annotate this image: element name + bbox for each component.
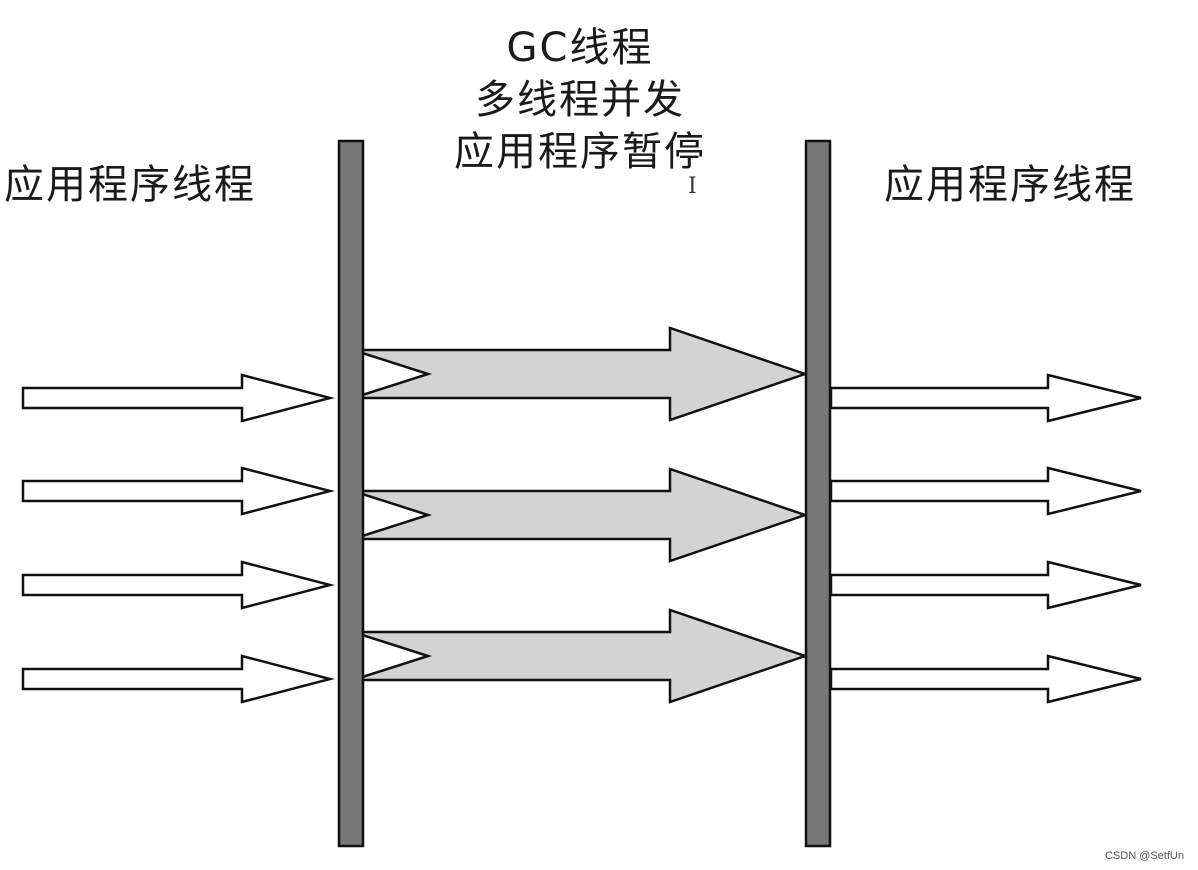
- app-thread-arrow-before: [21, 560, 335, 610]
- app-thread-arrow-after: [829, 654, 1142, 704]
- app-thread-arrow-after: [829, 560, 1142, 610]
- gc-thread-arrow: [352, 608, 809, 704]
- app-thread-arrow-after: [829, 373, 1142, 423]
- right-app-threads-label: 应用程序线程: [884, 162, 1136, 208]
- app-thread-arrow-before: [21, 466, 335, 516]
- gc-pause-label: 应用程序暂停: [454, 129, 706, 175]
- gc-title-label: GC线程: [506, 25, 654, 71]
- gc-thread-arrow: [352, 467, 809, 563]
- left-app-threads-label: 应用程序线程: [4, 162, 256, 208]
- gc-thread-arrows: [352, 326, 809, 704]
- gc-thread-arrow: [352, 326, 809, 422]
- app-thread-arrow-before: [21, 373, 335, 423]
- text-cursor-icon: I: [688, 174, 697, 199]
- app-thread-arrow-after: [829, 466, 1142, 516]
- app-thread-arrow-before: [21, 654, 335, 704]
- gc-mode-label: 多线程并发: [475, 77, 685, 123]
- right-app-thread-arrows: [829, 373, 1142, 704]
- watermark: CSDN @SetfUn: [1104, 850, 1184, 862]
- stop-barrier-left: [337, 139, 365, 848]
- left-app-thread-arrows: [21, 373, 335, 704]
- gc-description: GC线程 多线程并发 应用程序暂停: [380, 22, 780, 178]
- stop-barrier-right: [804, 139, 832, 848]
